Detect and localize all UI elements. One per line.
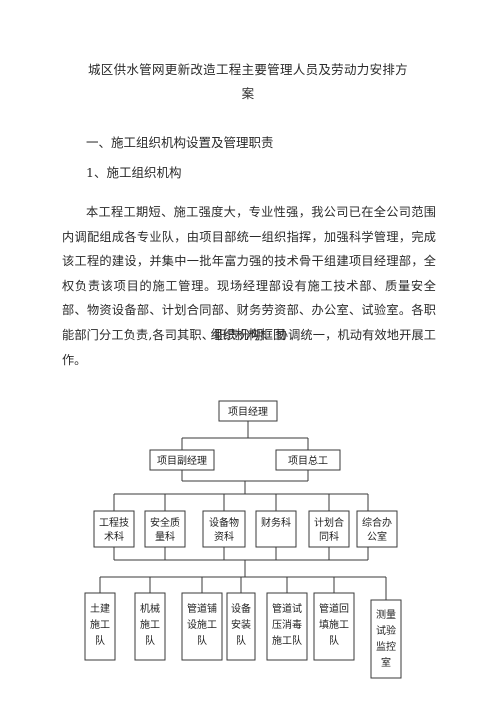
org-node-label: 机械 xyxy=(140,602,160,615)
org-node-label: 资科 xyxy=(214,530,234,543)
document-title-line-1: 城区供水管网更新改造工程主要管理人员及劳动力安排方 xyxy=(87,62,408,77)
subsection-heading: 1、施工组织机构 xyxy=(86,165,182,180)
org-node-pipe-laying-team: 管道铺 设施工 队 xyxy=(181,592,223,661)
org-node-label: 项目副经理 xyxy=(157,454,207,467)
org-node-label: 试验 xyxy=(376,624,396,637)
org-node-label: 综合办 xyxy=(362,516,392,529)
document-title-line-2: 案 xyxy=(241,86,255,101)
org-node-label: 项目经理 xyxy=(228,405,268,418)
org-node-chief-engineer: 项目总工 xyxy=(275,449,341,471)
org-node-label: 公室 xyxy=(367,530,387,543)
org-node-label: 工程技 xyxy=(99,516,129,529)
org-node-label: 安装 xyxy=(231,618,251,631)
org-node-machinery-team: 机械 施工 队 xyxy=(134,592,166,661)
org-node-deputy-manager: 项目副经理 xyxy=(149,449,215,471)
org-node-planning-dept: 计划合 同科 xyxy=(308,510,350,548)
org-node-label: 队 xyxy=(329,634,339,647)
org-node-label: 设施工 xyxy=(187,618,217,631)
org-node-equipment-install-team: 设备 安装 队 xyxy=(226,592,256,661)
org-node-finance-dept: 财务科 xyxy=(255,510,297,548)
org-node-label: 管道铺 xyxy=(187,602,217,615)
org-node-label: 队 xyxy=(95,634,105,647)
org-node-label: 队 xyxy=(145,634,155,647)
org-node-label: 管道试 xyxy=(272,602,302,615)
org-node-label: 项目总工 xyxy=(288,454,328,467)
org-node-project-manager: 项目经理 xyxy=(218,400,278,422)
org-node-label: 施工 xyxy=(140,618,160,631)
org-chart-connectors xyxy=(99,421,387,600)
org-node-label: 监控 xyxy=(376,640,396,653)
org-node-label: 量科 xyxy=(155,530,175,543)
org-node-civil-team: 土建 施工 队 xyxy=(84,592,116,661)
org-node-equipment-dept: 设备物 资科 xyxy=(202,510,246,548)
body-paragraph: 本工程工期短、施工强度大，专业性强，我公司已在全公司范围内调配组成各专业队，由项… xyxy=(62,205,436,367)
org-node-pressure-test-team: 管道试 压消毒 施工队 xyxy=(266,592,308,661)
org-node-safety-quality-dept: 安全质 量科 xyxy=(144,510,186,548)
org-node-label: 设备物 xyxy=(209,516,239,529)
org-node-label: 管道回 xyxy=(319,602,349,615)
org-node-survey-lab: 测量 试验 监控 室 xyxy=(370,599,402,679)
org-node-label: 计划合 xyxy=(314,516,344,529)
org-chart-title: 组织机构框图 xyxy=(210,327,286,342)
org-node-label: 同科 xyxy=(319,530,339,543)
org-node-label: 施工队 xyxy=(272,634,302,647)
org-node-label: 队 xyxy=(197,634,207,647)
org-node-general-office: 综合办 公室 xyxy=(356,510,398,548)
org-node-label: 施工 xyxy=(90,618,110,631)
org-node-backfill-team: 管道回 填施工 队 xyxy=(313,592,355,661)
org-node-label: 安全质 xyxy=(150,516,180,529)
section-heading: 一、施工组织机构设置及管理职责 xyxy=(86,135,274,150)
org-node-label: 土建 xyxy=(90,602,110,615)
org-node-label: 术科 xyxy=(104,530,124,543)
org-node-label: 设备 xyxy=(231,602,251,615)
org-node-label: 填施工 xyxy=(319,618,349,631)
org-node-label: 财务科 xyxy=(261,516,291,529)
org-node-label: 室 xyxy=(381,656,391,669)
org-node-engineering-dept: 工程技 术科 xyxy=(93,510,135,548)
org-node-label: 队 xyxy=(236,634,246,647)
org-node-label: 压消毒 xyxy=(272,618,302,631)
org-node-label: 测量 xyxy=(376,608,396,621)
